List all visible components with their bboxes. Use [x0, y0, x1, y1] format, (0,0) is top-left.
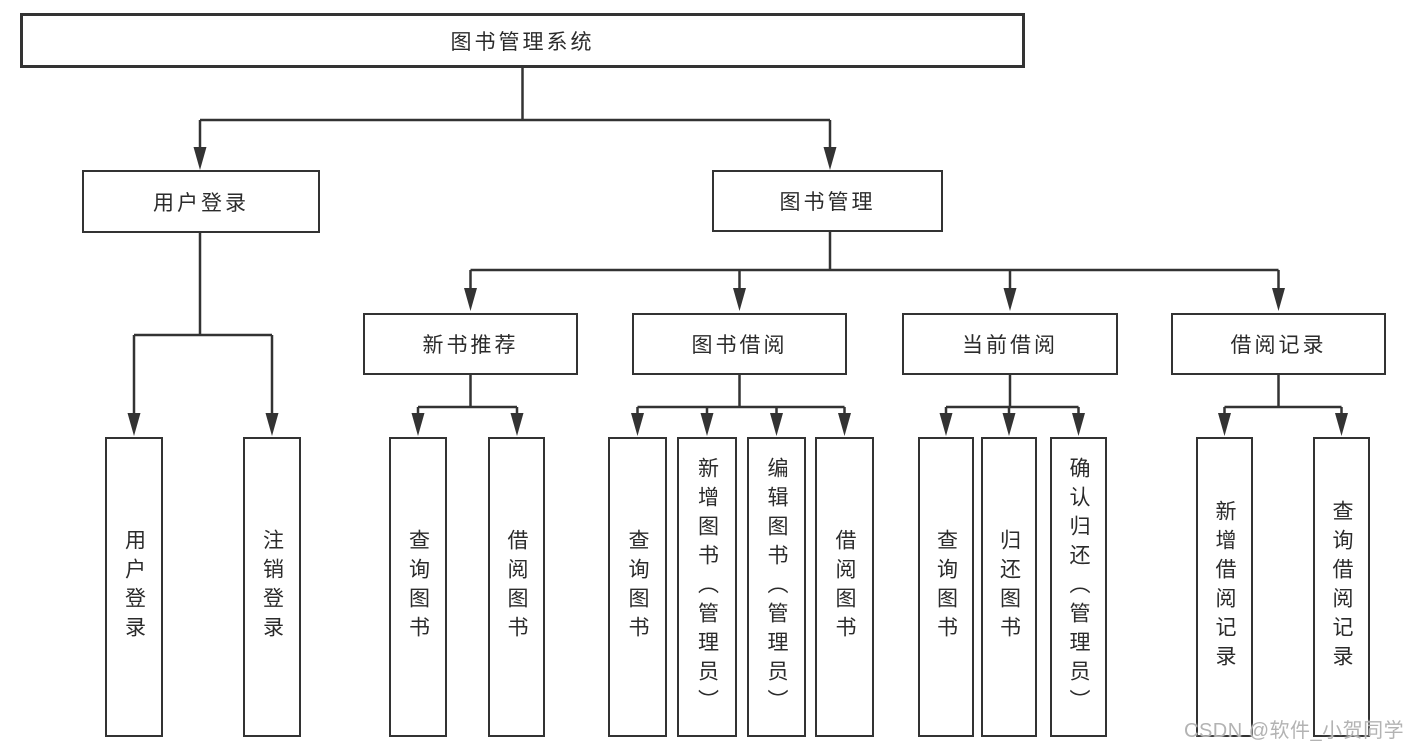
leaf-current-confirm-return-admin-label: 确认归还（管理员）: [1067, 456, 1090, 718]
leaf-newbook-query-books-label: 查询图书: [406, 529, 430, 645]
leaf-newbook-query-books: 查询图书: [389, 437, 447, 737]
leaf-borrow-edit-books-admin-label: 编辑图书（管理员）: [765, 456, 788, 718]
node-current-borrow: 当前借阅: [902, 313, 1118, 375]
leaf-borrow-add-books-admin: 新增图书（管理员）: [677, 437, 737, 737]
leaf-current-query-books: 查询图书: [918, 437, 974, 737]
leaf-current-query-books-label: 查询图书: [934, 529, 958, 645]
node-new-book-recommend: 新书推荐: [363, 313, 578, 375]
leaf-records-query-record: 查询借阅记录: [1313, 437, 1370, 737]
node-book-management: 图书管理: [712, 170, 943, 232]
leaf-borrow-add-books-admin-label: 新增图书（管理员）: [695, 456, 719, 718]
leaf-borrow-borrow-books: 借阅图书: [815, 437, 874, 737]
leaf-records-add-record: 新增借阅记录: [1196, 437, 1253, 737]
leaf-records-add-record-label: 新增借阅记录: [1213, 500, 1236, 674]
leaf-newbook-borrow-books: 借阅图书: [488, 437, 545, 737]
node-library-system: 图书管理系统: [20, 13, 1025, 68]
leaf-newbook-borrow-books-label: 借阅图书: [505, 529, 528, 645]
node-user-login: 用户登录: [82, 170, 320, 233]
leaf-current-confirm-return-admin: 确认归还（管理员）: [1050, 437, 1107, 737]
node-borrow-records: 借阅记录: [1171, 313, 1386, 375]
node-book-borrow: 图书借阅: [632, 313, 847, 375]
leaf-user-login: 用户登录: [105, 437, 163, 737]
leaf-borrow-query-books: 查询图书: [608, 437, 667, 737]
leaf-logout-label: 注销登录: [260, 529, 284, 645]
leaf-borrow-borrow-books-label: 借阅图书: [833, 529, 856, 645]
leaf-current-return-books-label: 归还图书: [997, 529, 1021, 645]
csdn-watermark: CSDN @软件_小贺同学: [1184, 720, 1405, 742]
leaf-borrow-edit-books-admin: 编辑图书（管理员）: [747, 437, 806, 737]
leaf-records-query-record-label: 查询借阅记录: [1330, 500, 1353, 674]
leaf-borrow-query-books-label: 查询图书: [626, 529, 649, 645]
leaf-current-return-books: 归还图书: [981, 437, 1037, 737]
leaf-user-login-label: 用户登录: [122, 529, 146, 645]
leaf-logout: 注销登录: [243, 437, 301, 737]
